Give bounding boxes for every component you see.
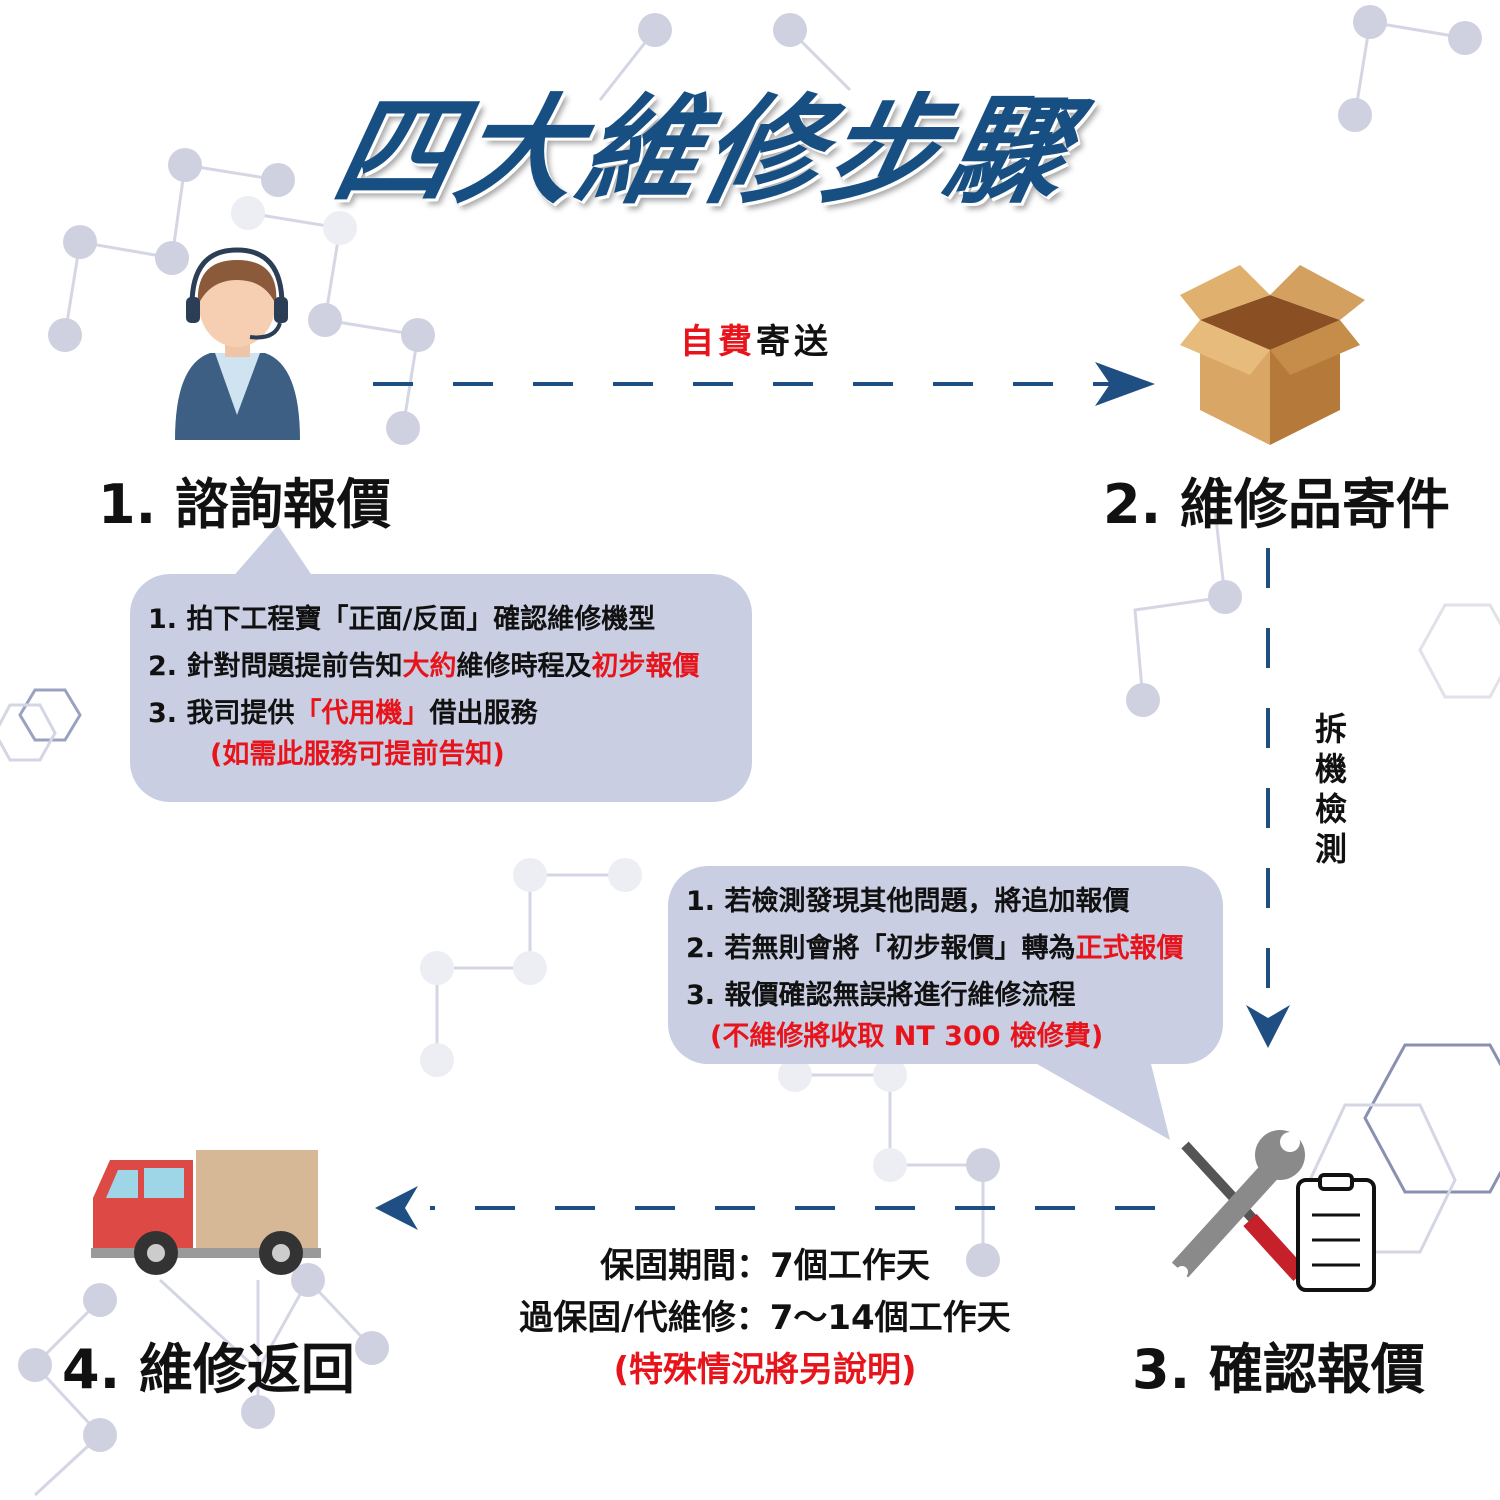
tools-clipboard-icon: [1171, 1130, 1376, 1292]
special-case-note: (特殊情況將另說明): [613, 1350, 917, 1390]
return-time-info: 保固期間：7個工作天 過保固/代維修：7～14個工作天 (特殊情況將另說明): [470, 1240, 1060, 1396]
step-2-label: 2. 維修品寄件: [1103, 473, 1450, 536]
warranty-time: 保固期間：7個工作天: [600, 1246, 930, 1286]
bubble-1-line-4: (如需此服務可提前告知): [210, 739, 505, 770]
bubble-3-pointer: [1030, 1060, 1170, 1140]
arrowhead-left: [375, 1186, 418, 1230]
bubble-3-line-1: 1. 若檢測發現其他問題，將追加報價: [686, 886, 1130, 917]
step-1-details-bubble: 1. 拍下工程寶「正面/反面」確認維修機型 2. 針對問題提前告知大約維修時程及…: [130, 574, 752, 802]
cardboard-box-icon: [1180, 265, 1365, 445]
arrowhead-down: [1246, 1005, 1290, 1048]
out-of-warranty-time: 過保固/代維修：7～14個工作天: [519, 1298, 1011, 1338]
step-3-details-bubble: 1. 若檢測發現其他問題，將追加報價 2. 若無則會將「初步報價」轉為正式報價 …: [668, 866, 1223, 1064]
customer-service-agent-icon: [175, 247, 300, 440]
page-title: 四大維修步驟: [323, 82, 1085, 220]
self-pay-text: 自費: [680, 322, 756, 362]
step-4-label: 4. 維修返回: [62, 1338, 355, 1401]
step-1-label: 1. 諮詢報價: [98, 473, 391, 536]
bubble-1-line-2: 2. 針對問題提前告知大約維修時程及初步報價: [148, 651, 700, 682]
arrowhead-right: [1095, 362, 1155, 406]
bubble-1-line-1: 1. 拍下工程寶「正面/反面」確認維修機型: [148, 604, 656, 635]
ship-text: 寄送: [756, 322, 832, 362]
delivery-truck-icon: [91, 1150, 321, 1275]
ship-label: 自費寄送: [680, 314, 832, 363]
bubble-1-line-3: 3. 我司提供「代用機」借出服務: [148, 698, 538, 729]
step-3-label: 3. 確認報價: [1132, 1338, 1425, 1401]
bubble-3-line-2: 2. 若無則會將「初步報價」轉為正式報價: [686, 933, 1184, 964]
inspect-label: 拆機檢測: [1310, 712, 1348, 872]
bubble-1-pointer: [230, 525, 315, 580]
bubble-3-line-4: (不維修將收取 NT 300 檢修費): [710, 1021, 1104, 1052]
bubble-3-line-3: 3. 報價確認無誤將進行維修流程: [686, 980, 1076, 1011]
